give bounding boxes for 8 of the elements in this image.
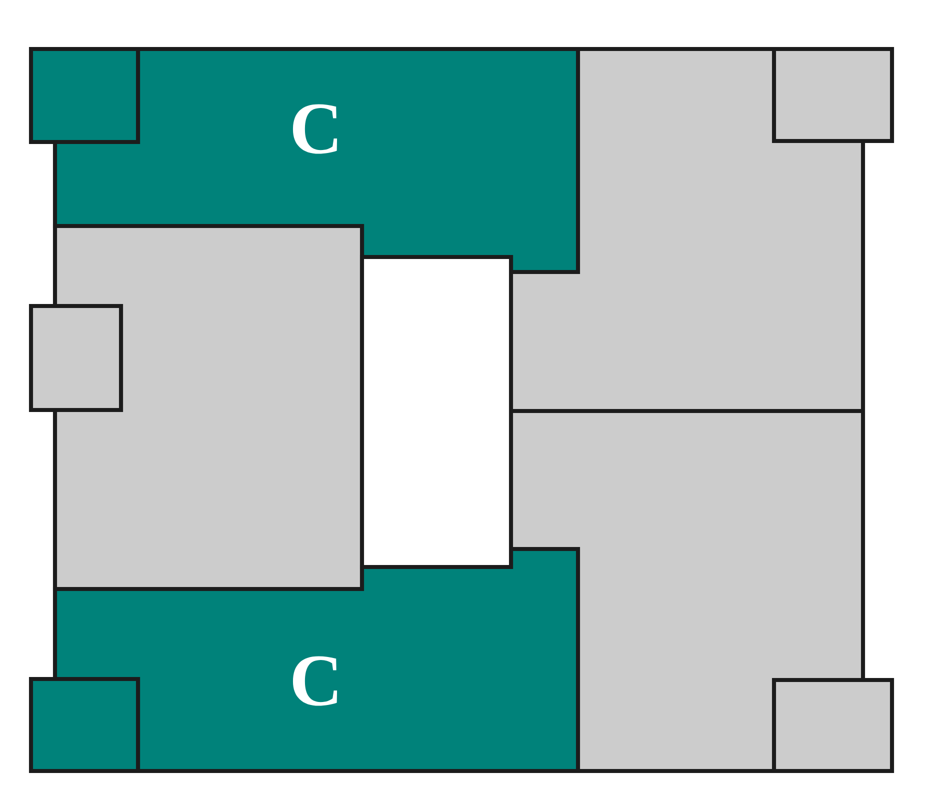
corner-square <box>772 678 894 774</box>
center-rectangle <box>360 254 514 570</box>
side-square <box>28 304 124 412</box>
corner-square <box>28 676 140 774</box>
region: C <box>52 46 580 274</box>
corner-square <box>772 46 894 144</box>
corner-square <box>28 46 140 144</box>
region: C <box>52 546 580 774</box>
